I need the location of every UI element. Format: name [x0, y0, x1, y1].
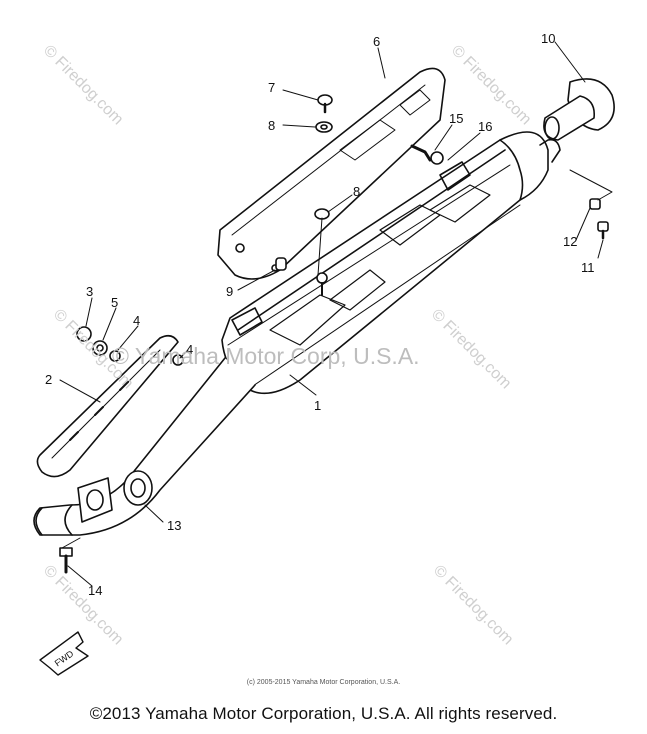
tail-cap: [543, 78, 615, 141]
bolt-14: [59, 547, 73, 574]
callout-15: 15: [449, 111, 463, 126]
callout-11: 11: [581, 260, 595, 275]
hardware: [76, 94, 609, 366]
upper-heat-guard: [217, 67, 446, 280]
callout-labels: 1 2 3 4 4 5 6 7 8 8 9 10 11 12 13 14 15 …: [45, 31, 595, 668]
callout-14: 14: [88, 583, 102, 598]
callout-8b: 8: [353, 184, 360, 199]
callout-13: 13: [167, 518, 181, 533]
watermark-yamaha: © Yamaha Motor Corp, U.S.A.: [112, 343, 420, 369]
lower-heat-guard: [36, 334, 179, 478]
callout-4b: 4: [186, 342, 193, 357]
callout-5: 5: [111, 295, 118, 310]
muffler-body: [221, 131, 561, 395]
gasket: [123, 470, 153, 506]
leader-lines: [59, 41, 613, 587]
fwd-arrow-icon: [39, 631, 89, 676]
callout-2: 2: [45, 372, 52, 387]
callout-1: 1: [314, 398, 321, 413]
callout-7: 7: [268, 80, 275, 95]
callout-16: 16: [478, 119, 492, 134]
callout-12: 12: [563, 234, 577, 249]
callout-10: 10: [541, 31, 555, 46]
callout-3: 3: [86, 284, 93, 299]
callout-4a: 4: [133, 313, 140, 328]
callout-8a: 8: [268, 118, 275, 133]
small-copyright: (c) 2005-2015 Yamaha Motor Corporation, …: [246, 679, 401, 686]
footer-copyright: ©2013 Yamaha Motor Corporation, U.S.A. A…: [89, 704, 558, 723]
exhaust-flange: [77, 477, 113, 523]
callout-9: 9: [226, 284, 233, 299]
callout-6: 6: [373, 34, 380, 49]
